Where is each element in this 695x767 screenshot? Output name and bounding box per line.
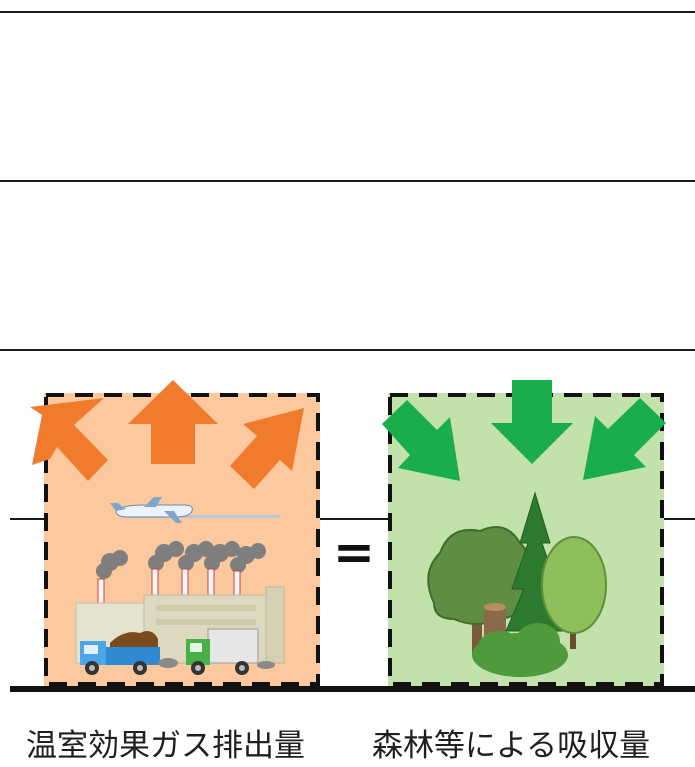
emission-caption: 温室効果ガス排出量 [26, 728, 305, 764]
rule-line-1 [0, 11, 695, 13]
arrow-down-right-icon [382, 400, 460, 481]
equals-sign: = [333, 527, 373, 577]
arrow-down-left-icon [583, 398, 666, 480]
arrow-up-icon [128, 380, 218, 464]
emission-arrows [30, 378, 310, 493]
rule-line-2 [0, 180, 695, 182]
arrow-up-right-icon [230, 408, 304, 489]
airplane-icon [110, 497, 280, 523]
arrow-down-icon [491, 380, 573, 464]
absorption-arrows [380, 378, 670, 493]
baseline-bar [10, 686, 695, 692]
absorption-caption: 森林等による吸収量 [372, 728, 650, 764]
arrow-up-left-icon [30, 398, 108, 481]
rule-line-3 [0, 349, 695, 351]
